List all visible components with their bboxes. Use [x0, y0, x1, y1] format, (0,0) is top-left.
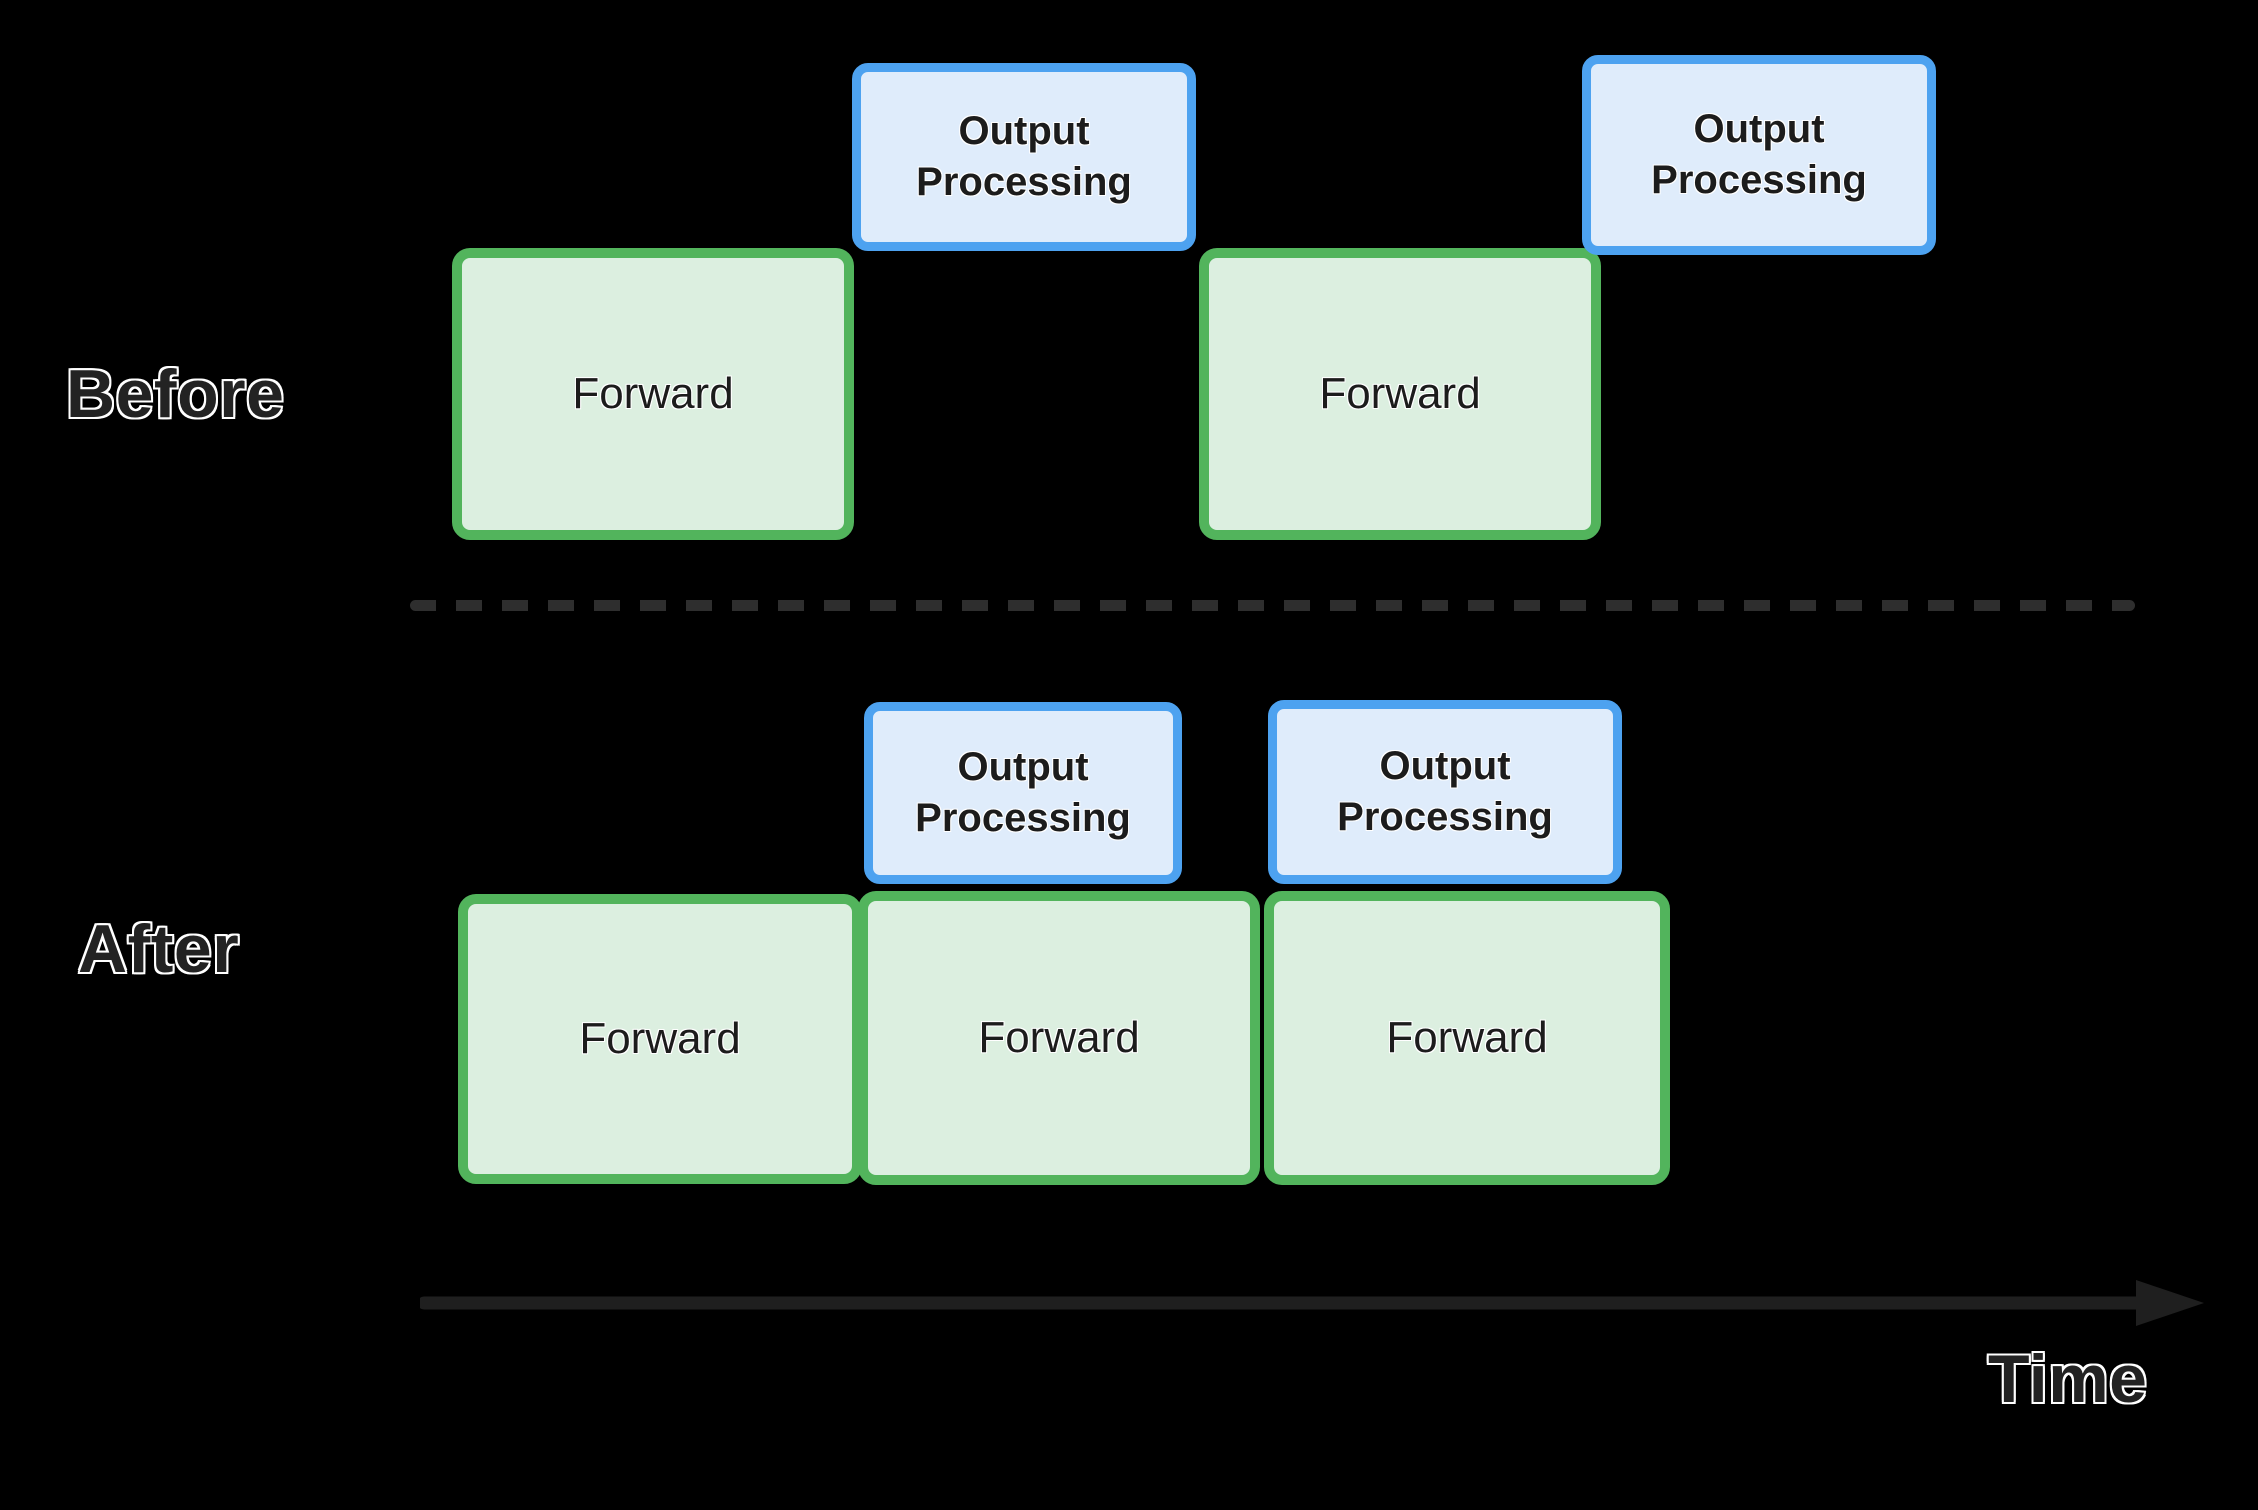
block-label: Forward [579, 1013, 741, 1063]
block-label: Forward [1319, 368, 1481, 418]
block-label-line-2: Processing [916, 160, 1132, 204]
block-label: Forward [572, 368, 734, 418]
block-label-line-1: Output [1379, 743, 1511, 788]
row-label-before: Before [64, 356, 285, 432]
section-divider [410, 600, 2135, 611]
block-label-multiline: Output Processing [915, 742, 1131, 844]
block-label-line-1: Output [1693, 106, 1825, 151]
time-axis-label: Time [1986, 1341, 2148, 1417]
after-forward-block-3: Forward [1264, 891, 1670, 1185]
block-label-multiline: Output Processing [916, 106, 1132, 208]
after-output-processing-block-1: Output Processing [864, 702, 1182, 884]
time-axis-arrow-icon [420, 1280, 2204, 1326]
block-label-line-1: Output [958, 108, 1090, 153]
before-output-processing-block-2: Output Processing [1582, 55, 1936, 255]
block-label-line-2: Processing [1337, 795, 1553, 839]
block-label: Forward [978, 1012, 1140, 1062]
block-label-line-1: Output [957, 744, 1089, 789]
before-forward-block-1: Forward [452, 248, 854, 540]
before-output-processing-block-1: Output Processing [852, 63, 1196, 251]
after-forward-block-1: Forward [458, 894, 862, 1184]
block-label-multiline: Output Processing [1337, 741, 1553, 843]
before-forward-block-2: Forward [1199, 248, 1601, 540]
row-label-after: After [76, 911, 240, 987]
block-label-line-2: Processing [1651, 158, 1867, 202]
block-label: Forward [1386, 1012, 1548, 1062]
after-output-processing-block-2: Output Processing [1268, 700, 1622, 884]
block-label-line-2: Processing [915, 796, 1131, 840]
block-label-multiline: Output Processing [1651, 104, 1867, 206]
after-forward-block-2: Forward [858, 891, 1260, 1185]
